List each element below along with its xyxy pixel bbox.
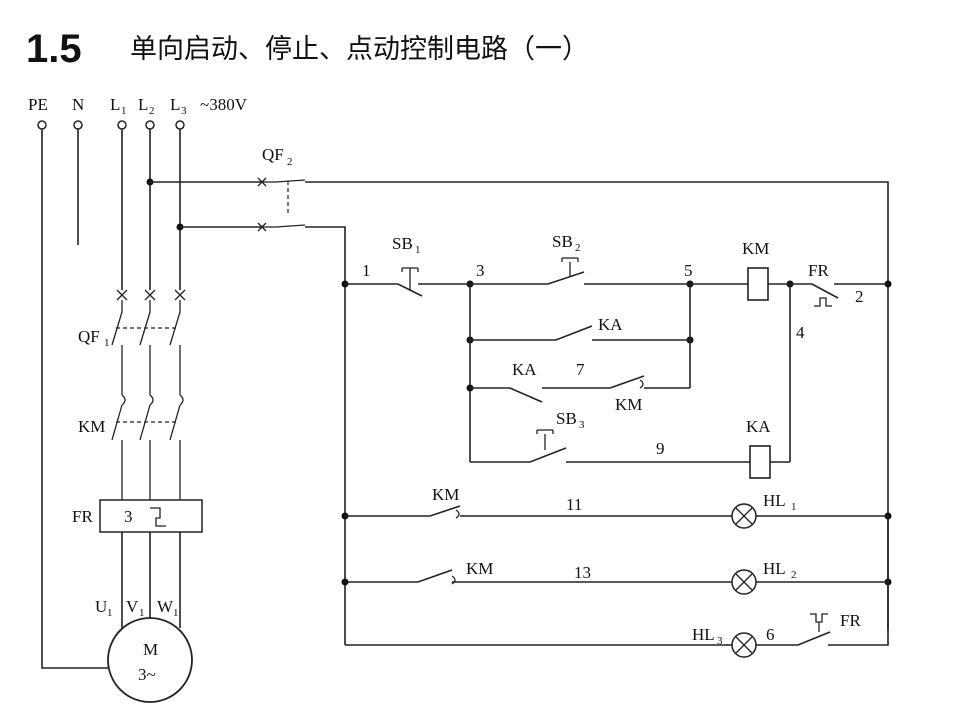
svg-text:L: L bbox=[170, 95, 180, 114]
svg-text:W: W bbox=[157, 597, 174, 616]
l2-label: L 2 bbox=[138, 95, 155, 117]
svg-text:FR: FR bbox=[808, 261, 829, 280]
svg-text:HL: HL bbox=[763, 491, 786, 510]
node-9: 9 bbox=[656, 439, 665, 458]
qf2-breaker: QF 2 bbox=[257, 145, 889, 645]
node-7: 7 bbox=[576, 360, 585, 379]
svg-text:SB: SB bbox=[556, 409, 577, 428]
svg-text:SB: SB bbox=[392, 234, 413, 253]
ka-hold-contact: KA bbox=[466, 284, 694, 462]
svg-text:SB: SB bbox=[552, 232, 573, 251]
svg-text:1: 1 bbox=[107, 607, 113, 619]
qf1-breaker: QF 1 bbox=[78, 289, 186, 395]
svg-text:QF: QF bbox=[78, 327, 100, 346]
section-number: 1.5 bbox=[26, 27, 82, 71]
svg-text:M: M bbox=[143, 640, 158, 659]
svg-text:KM: KM bbox=[742, 239, 769, 258]
svg-text:2: 2 bbox=[149, 105, 155, 117]
pe-label: PE bbox=[28, 95, 48, 114]
svg-text:QF: QF bbox=[262, 145, 284, 164]
svg-text:3: 3 bbox=[579, 419, 585, 431]
fr-nc-contact: FR 2 bbox=[790, 261, 888, 307]
svg-text:3: 3 bbox=[124, 507, 133, 526]
svg-text:U: U bbox=[95, 597, 107, 616]
svg-text:L: L bbox=[110, 95, 120, 114]
svg-text:HL: HL bbox=[763, 559, 786, 578]
svg-text:1: 1 bbox=[139, 607, 145, 619]
svg-text:HL: HL bbox=[692, 625, 715, 644]
svg-text:FR: FR bbox=[840, 611, 861, 630]
svg-text:KA: KA bbox=[512, 360, 537, 379]
pe-wire bbox=[41, 129, 108, 669]
km-main-contacts: KM bbox=[78, 394, 184, 500]
svg-text:2: 2 bbox=[575, 242, 581, 254]
svg-text:1: 1 bbox=[791, 501, 797, 513]
svg-text:1: 1 bbox=[173, 607, 179, 619]
sb2-start-button: SB 2 bbox=[470, 232, 690, 285]
node-11: 11 bbox=[566, 495, 582, 514]
svg-text:KA: KA bbox=[746, 417, 771, 436]
l1-label: L 1 bbox=[110, 95, 127, 117]
svg-text:3~: 3~ bbox=[138, 665, 156, 684]
svg-text:2: 2 bbox=[791, 569, 797, 581]
node-3: 3 bbox=[476, 261, 485, 280]
svg-text:2: 2 bbox=[287, 156, 293, 168]
sb3-jog-button: SB 3 9 bbox=[470, 409, 750, 463]
fr-thermal-relay: 3 FR bbox=[72, 499, 203, 628]
ka-coil: KA bbox=[746, 417, 790, 479]
node-2: 2 bbox=[855, 287, 864, 306]
svg-text:1: 1 bbox=[415, 244, 421, 256]
ka-km-interlock-branch: KA 7 KM bbox=[466, 360, 690, 414]
node-6: 6 bbox=[766, 625, 775, 644]
voltage-label: ~380V bbox=[200, 95, 248, 114]
svg-text:V: V bbox=[126, 597, 139, 616]
motor: M 3~ U 1 V 1 W 1 bbox=[95, 597, 193, 703]
n-label: N bbox=[72, 95, 84, 114]
hl2-lamp-rung: KM 13 HL 2 bbox=[345, 559, 888, 595]
hl3-lamp-rung: HL 3 6 FR bbox=[345, 582, 889, 658]
svg-text:KA: KA bbox=[598, 315, 623, 334]
svg-text:KM: KM bbox=[615, 395, 642, 414]
supply-terminals bbox=[37, 120, 185, 130]
svg-text:1: 1 bbox=[121, 105, 127, 117]
svg-text:3: 3 bbox=[717, 635, 723, 647]
svg-text:1: 1 bbox=[104, 337, 110, 349]
l3-label: L 3 bbox=[170, 95, 187, 117]
node-13: 13 bbox=[574, 563, 591, 582]
sb1-stop-button: SB 1 bbox=[345, 234, 470, 297]
node-1: 1 bbox=[362, 261, 371, 280]
node-4: 4 bbox=[796, 323, 805, 342]
node-5: 5 bbox=[684, 261, 693, 280]
hl1-lamp-rung: KM 11 HL 1 bbox=[345, 485, 888, 529]
svg-text:KM: KM bbox=[78, 417, 105, 436]
svg-text:3: 3 bbox=[181, 105, 187, 117]
svg-text:KM: KM bbox=[432, 485, 459, 504]
page-title: 单向启动、停止、点动控制电路（一） bbox=[130, 34, 589, 65]
svg-text:L: L bbox=[138, 95, 148, 114]
svg-text:KM: KM bbox=[466, 559, 493, 578]
svg-text:FR: FR bbox=[72, 507, 93, 526]
km-coil: KM bbox=[690, 239, 790, 301]
